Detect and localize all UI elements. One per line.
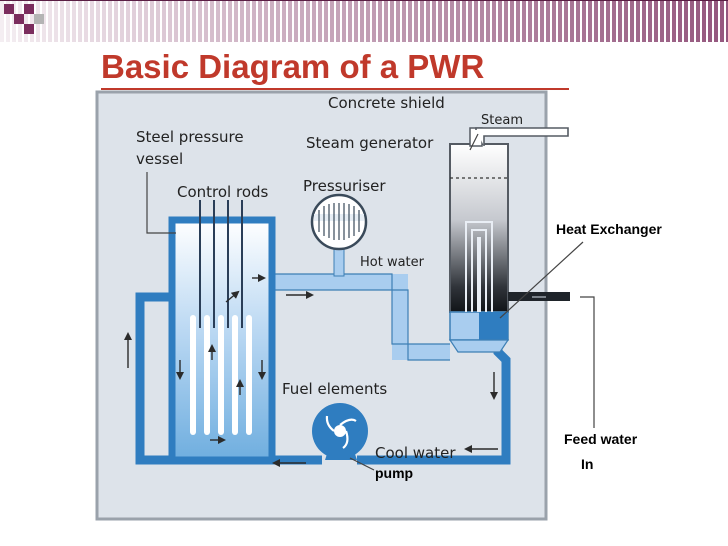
- hot-leg-pipe: [270, 274, 450, 360]
- steam-generator: [448, 127, 510, 353]
- label-control-rods: Control rods: [177, 183, 269, 201]
- label-pointers: [146, 133, 595, 471]
- pressuriser-vessel: [310, 193, 368, 251]
- loop-flow-arrows: [124, 291, 498, 467]
- fuel-elements: [190, 315, 252, 435]
- label-steam: Steam: [481, 113, 523, 128]
- label-steel-pressure-vessel-2: vessel: [136, 150, 183, 168]
- vessel-flow-arrows: [176, 274, 266, 444]
- heat-exchanger-u-tubes: [465, 221, 493, 312]
- label-heat-exchanger: Heat Exchanger: [556, 221, 662, 237]
- label-fuel-elements: Fuel elements: [282, 380, 387, 398]
- label-feed-water-in: In: [581, 456, 593, 472]
- label-feed-water: Feed water: [564, 431, 638, 447]
- label-steam-generator: Steam generator: [306, 134, 434, 152]
- steam-outlet-pipe: [475, 127, 569, 146]
- title-underline: [101, 88, 569, 90]
- decorative-stripe-banner: [0, 0, 728, 42]
- label-pump: pump: [375, 465, 413, 481]
- label-cool-water: Cool water: [375, 444, 456, 462]
- corner-checker-logo: [4, 4, 44, 34]
- label-concrete-shield: Concrete shield: [328, 94, 445, 112]
- label-pressuriser: Pressuriser: [303, 177, 386, 195]
- coolant-pump: [312, 403, 368, 460]
- label-steel-pressure-vessel: Steel pressure: [136, 128, 244, 146]
- hot-leg-outline: [270, 273, 450, 361]
- label-hot-water: Hot water: [360, 255, 425, 270]
- slide-title: Basic Diagram of a PWR: [101, 48, 485, 85]
- control-rods: [199, 200, 243, 328]
